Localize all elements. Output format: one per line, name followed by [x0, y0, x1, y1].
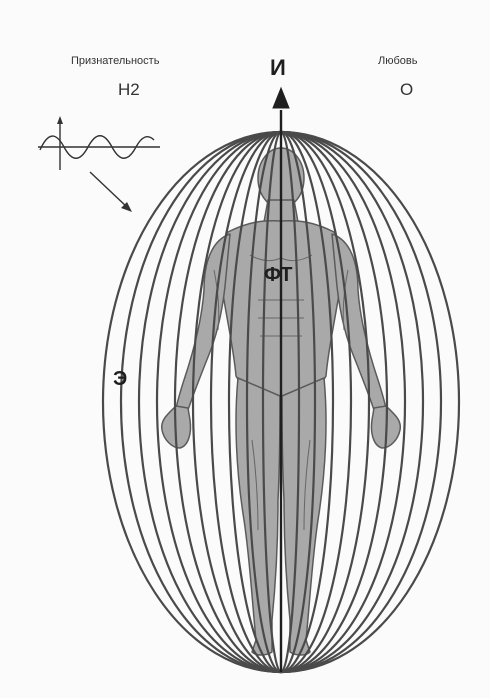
- info-axis-label: И: [270, 55, 286, 81]
- sine-wave-icon: [38, 116, 160, 170]
- gratitude-symbol: Н2: [118, 80, 140, 100]
- diagonal-arrow-icon: [90, 172, 132, 212]
- physical-body-label: ФТ: [264, 264, 293, 287]
- gratitude-label: Признательность: [71, 55, 159, 67]
- energy-field-label: Э: [113, 368, 127, 391]
- up-arrow-icon: [273, 88, 289, 108]
- love-symbol: О: [400, 80, 413, 100]
- love-label: Любовь: [378, 55, 417, 67]
